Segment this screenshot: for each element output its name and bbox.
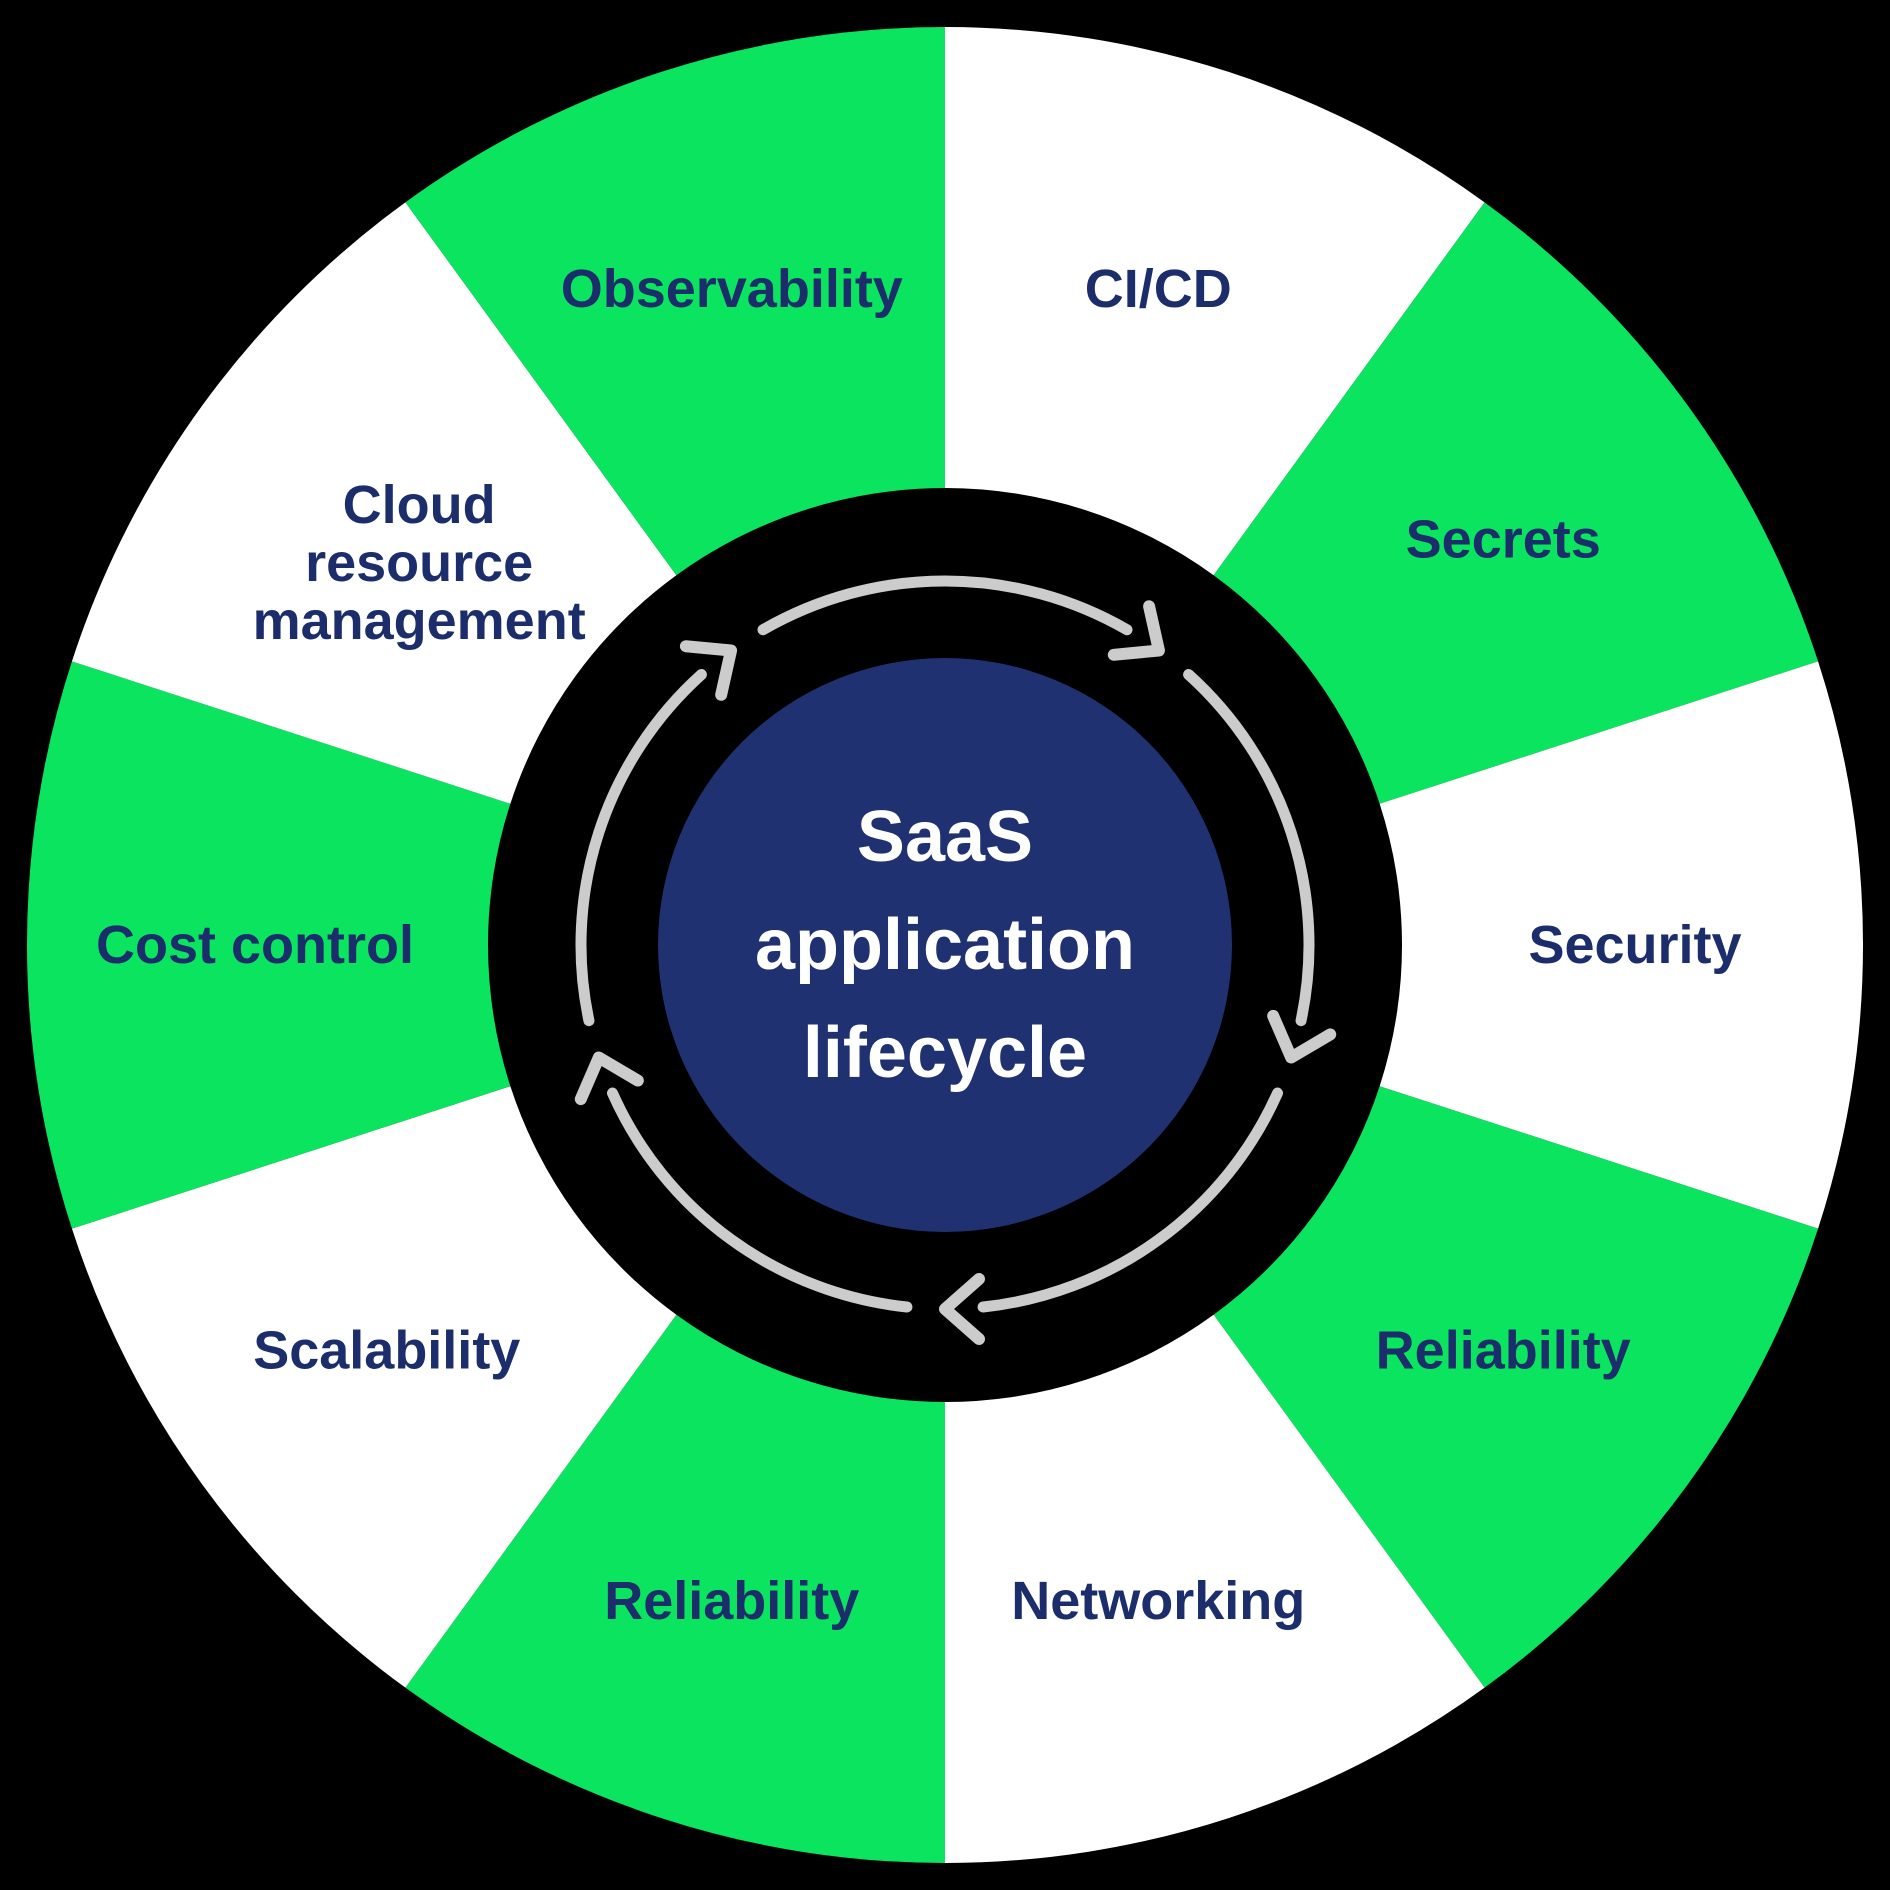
segment-label-scalability: Scalability — [253, 1321, 520, 1381]
cycle-arrowhead-icon — [1107, 600, 1165, 661]
segment-label-security: Security — [1528, 915, 1741, 975]
segment-reliability — [405, 1314, 945, 1863]
segment-scalability — [71, 1086, 677, 1688]
segment-label-cloud-resource-management: Cloud — [343, 475, 496, 535]
cycle-arrowhead-icon — [1267, 1009, 1337, 1064]
segment-label-reliability: Reliability — [604, 1571, 859, 1631]
center-title-line: SaaS — [857, 797, 1033, 877]
segment-ci-cd — [945, 27, 1485, 576]
segment-cloud-resource-management — [71, 202, 677, 804]
segment-observability — [405, 27, 945, 576]
cycle-arrow-arc — [575, 668, 707, 1027]
segment-label-ci-cd: CI/CD — [1085, 259, 1232, 319]
segment-label-networking: Networking — [1011, 1571, 1305, 1631]
segment-reliability — [1213, 1086, 1819, 1688]
center-title-line: application — [755, 905, 1135, 985]
segment-label-reliability: Reliability — [1376, 1321, 1631, 1381]
center-title-line: lifecycle — [803, 1013, 1087, 1093]
segment-secrets — [1213, 202, 1819, 804]
segment-label-cloud-resource-management: management — [253, 591, 586, 651]
cycle-arrow-arc — [977, 1087, 1284, 1313]
cycle-arrowhead-icon — [939, 1273, 985, 1345]
segment-cost-control — [27, 661, 511, 1229]
segment-networking — [945, 1314, 1485, 1863]
segment-label-secrets: Secrets — [1406, 509, 1601, 569]
cycle-arrow-arc — [606, 1087, 913, 1313]
segment-label-cost-control: Cost control — [96, 915, 414, 975]
center-circle — [658, 658, 1232, 1232]
segment-label-cloud-resource-management: resource — [305, 533, 533, 593]
segment-label-observability: Observability — [561, 259, 903, 319]
cycle-arrow-arc — [1183, 668, 1315, 1027]
cycle-arrowhead-icon — [574, 1051, 644, 1106]
segment-security — [1379, 661, 1863, 1229]
cycle-arrow-arc — [757, 575, 1133, 636]
cycle-arrowhead-icon — [679, 640, 738, 701]
